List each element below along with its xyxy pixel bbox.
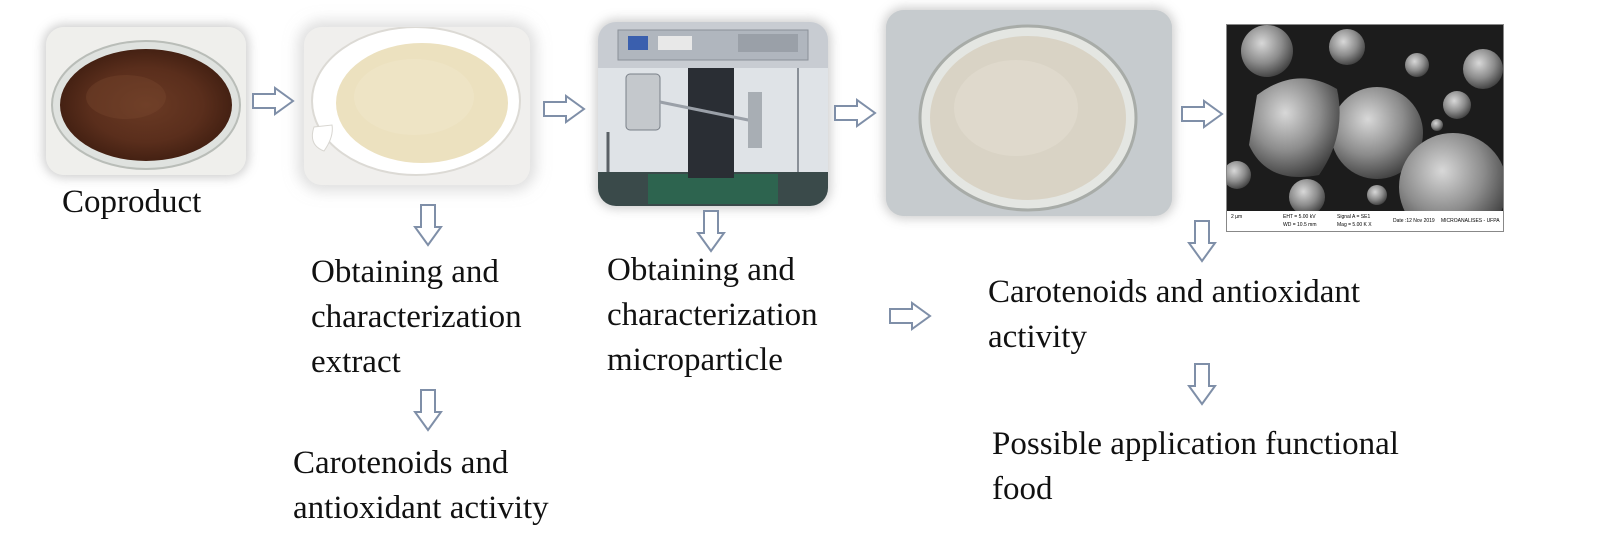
block-arrow-down-icon xyxy=(1187,219,1217,263)
extract-result-line-1: Carotenoids and xyxy=(293,445,509,481)
microparticle-step-line-3: microparticle xyxy=(607,342,783,378)
sem-eht: EHT = 5.00 kV xyxy=(1283,214,1316,220)
extract-step-line-1: Obtaining and xyxy=(311,254,499,290)
block-arrow-down-icon xyxy=(1187,362,1217,406)
sem-lab: MICROANALISES - UFPA xyxy=(1441,218,1500,224)
block-arrow-right-icon xyxy=(251,86,295,116)
sem-wd: WD = 10.5 mm xyxy=(1283,222,1317,228)
microparticle-powder-photo xyxy=(886,10,1172,216)
extract-photo xyxy=(304,27,530,185)
extract-step-line-2: characterization xyxy=(311,299,522,335)
block-arrow-right-icon xyxy=(1180,99,1224,129)
microparticle-result-label: Carotenoids and antioxidant activity xyxy=(988,270,1360,360)
microparticle-step-line-2: characterization xyxy=(607,297,818,333)
coproduct-photo xyxy=(46,27,246,175)
spray-dryer-photo xyxy=(598,22,828,206)
block-arrow-down-icon xyxy=(696,209,726,253)
sem-particles-image xyxy=(1223,25,1507,241)
extract-result-label: Carotenoids and antioxidant activity xyxy=(293,441,549,531)
coproduct-dish-image xyxy=(46,27,246,175)
application-line-2: food xyxy=(992,471,1053,507)
microparticle-result-line-1: Carotenoids and antioxidant xyxy=(988,274,1361,310)
powder-dish-image xyxy=(886,10,1172,216)
application-line-1: Possible application functional xyxy=(992,426,1399,462)
block-arrow-right-icon xyxy=(542,94,586,124)
coproduct-label-text: Coproduct xyxy=(62,184,202,220)
extract-result-line-2: antioxidant activity xyxy=(293,490,549,526)
block-arrow-right-icon xyxy=(833,98,877,128)
extract-step-line-3: extract xyxy=(311,344,401,380)
microparticle-step-line-1: Obtaining and xyxy=(607,252,795,288)
application-label: Possible application functional food xyxy=(992,422,1399,512)
sem-caption-bar: 2 µm EHT = 5.00 kV WD = 10.5 mm Signal A… xyxy=(1227,211,1503,231)
microparticle-result-line-2: activity xyxy=(988,319,1087,355)
sem-scale: 2 µm xyxy=(1231,214,1243,220)
spray-dryer-image xyxy=(598,22,828,206)
sem-micrograph: 2 µm EHT = 5.00 kV WD = 10.5 mm Signal A… xyxy=(1223,24,1507,241)
coproduct-label: Coproduct xyxy=(62,180,201,225)
extract-step-label: Obtaining and characterization extract xyxy=(311,250,522,385)
sem-date: Date :12 Nov 2019 xyxy=(1393,218,1435,224)
block-arrow-down-icon xyxy=(413,388,443,432)
block-arrow-down-icon xyxy=(413,203,443,247)
sem-signal: Signal A = SE1 xyxy=(1337,214,1371,220)
block-arrow-right-icon xyxy=(888,301,932,331)
microparticle-step-label: Obtaining and characterization micropart… xyxy=(607,248,818,383)
sem-mag: Mag = 5.00 K X xyxy=(1337,222,1372,228)
extract-bowl-image xyxy=(304,27,530,185)
